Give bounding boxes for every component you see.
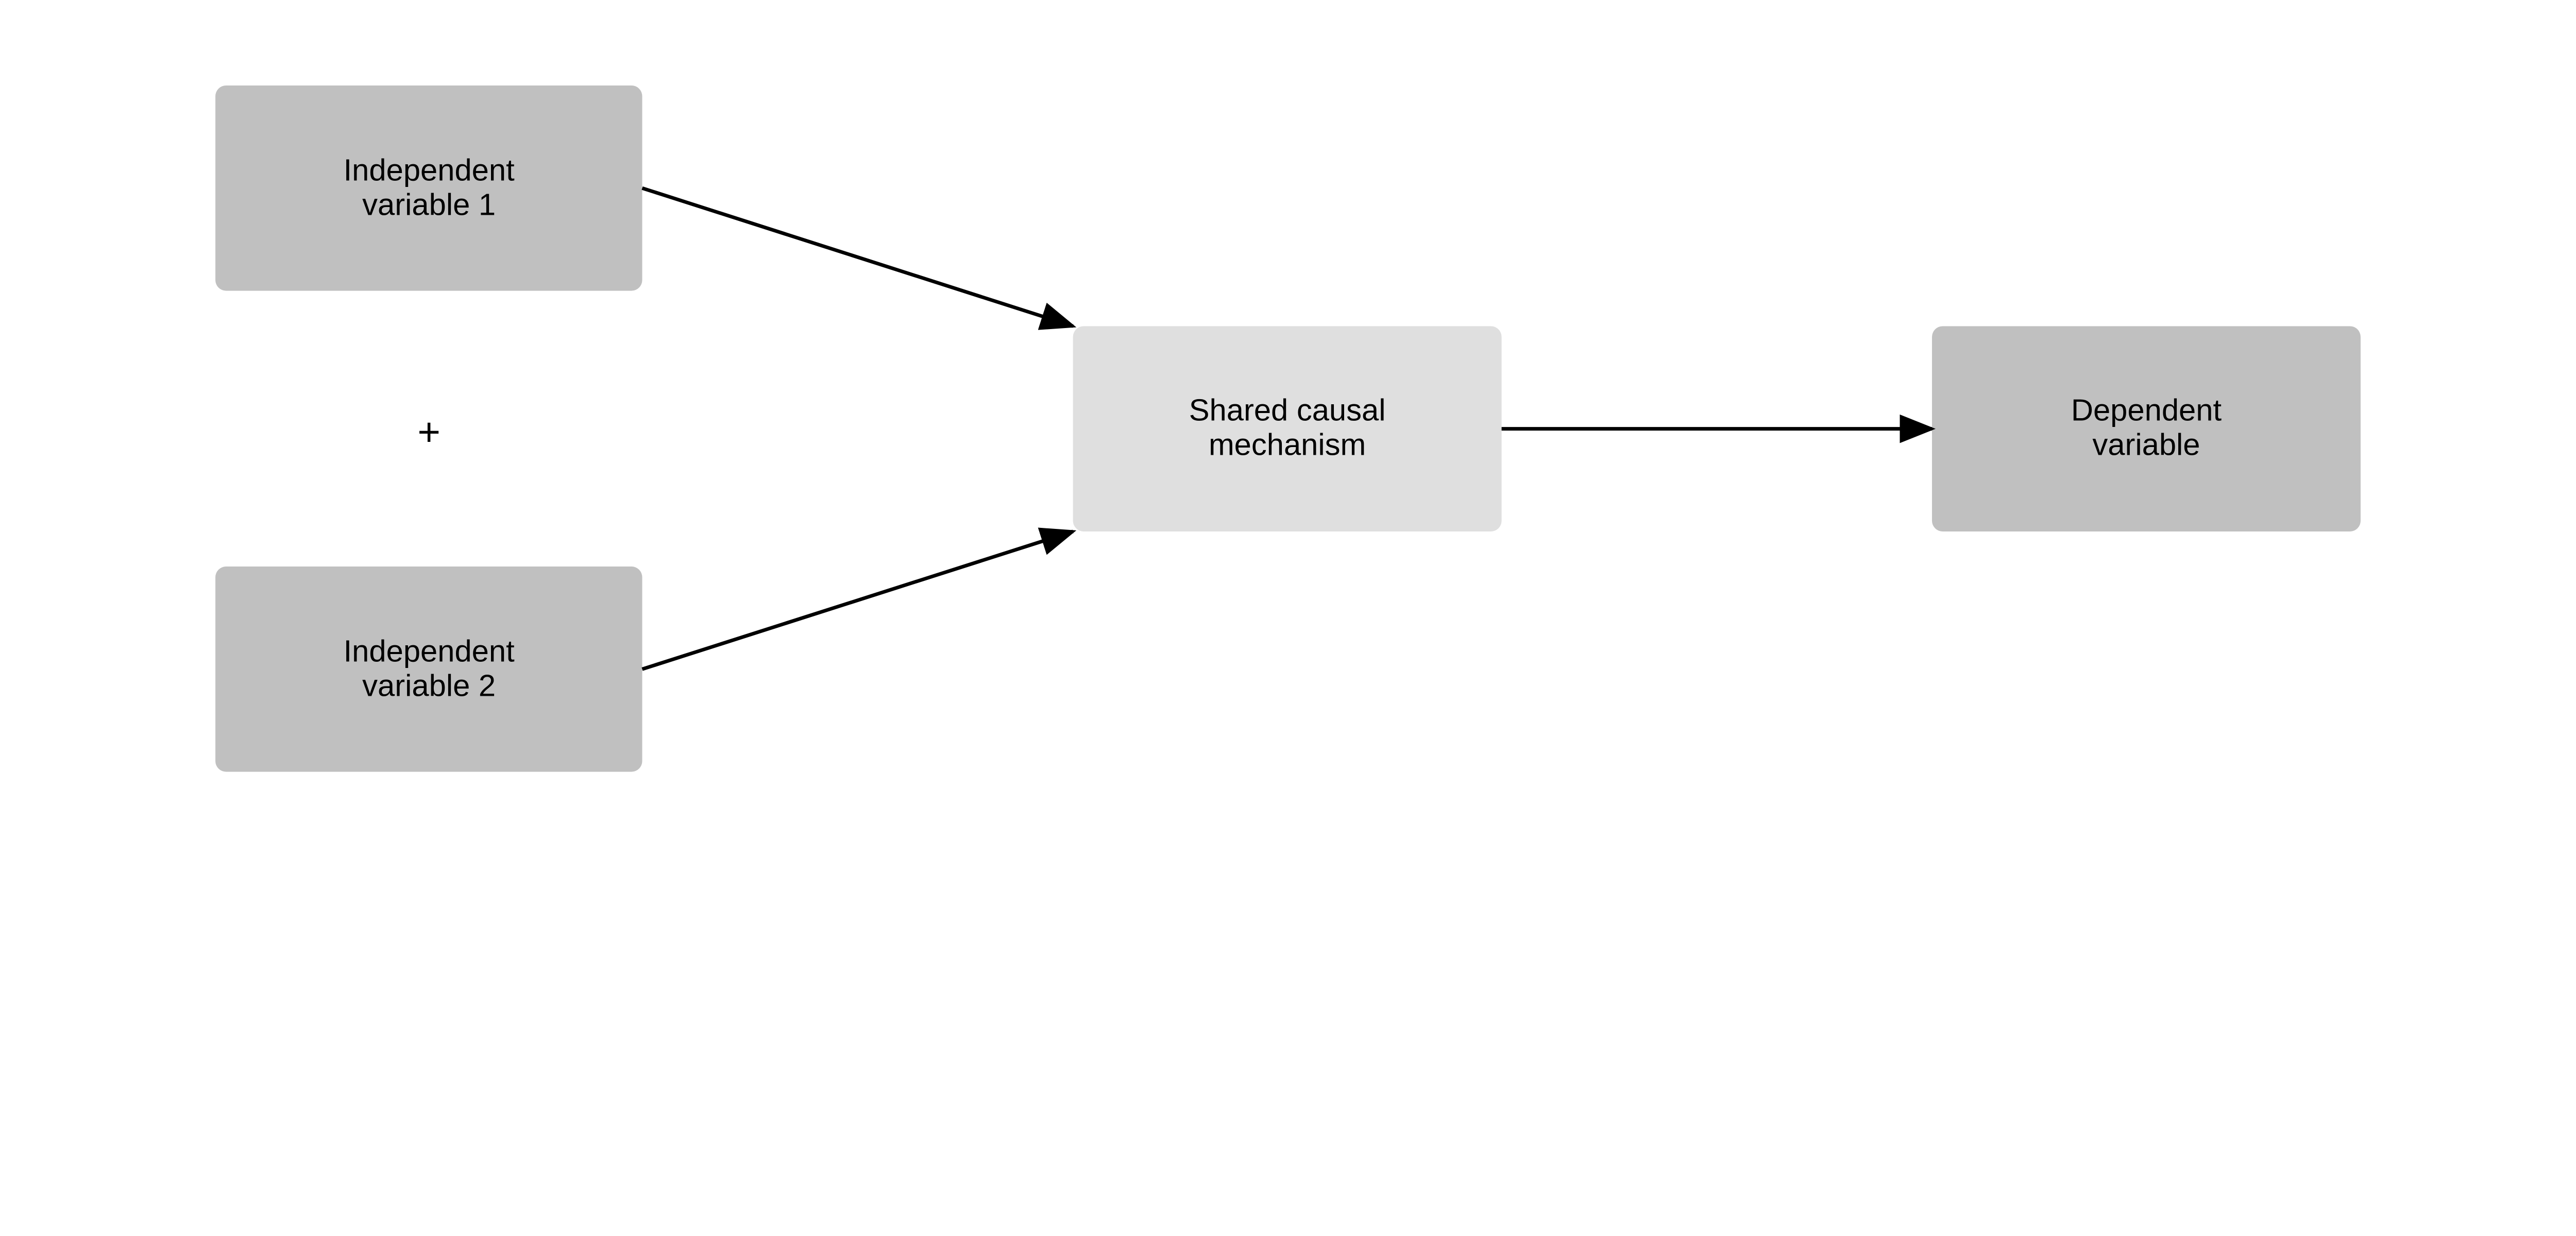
node-label-line2: variable 2 (362, 668, 496, 702)
node-shared-causal-mechanism: Shared causal mechanism (1073, 326, 1502, 531)
node-label-line1: Independent (344, 153, 515, 187)
arrow-iv1-to-mechanism (641, 186, 1077, 330)
node-dependent-variable: Dependent variable (1931, 326, 2361, 531)
node-label-line1: Independent (344, 634, 515, 668)
node-label-line1: Dependent (2071, 393, 2222, 427)
node-label-line2: mechanism (1209, 427, 1366, 461)
diagram: Independent variable 1 + Independent var… (215, 85, 2361, 772)
node-label-line2: variable (2092, 427, 2200, 461)
node-label-line2: variable 1 (362, 187, 496, 221)
plus-sign: + (417, 410, 440, 454)
node-independent-variable-1: Independent variable 1 (215, 85, 642, 291)
arrow-iv2-to-mechanism (641, 527, 1077, 671)
node-independent-variable-2: Independent variable 2 (215, 566, 642, 772)
node-label-line1: Shared causal (1189, 393, 1386, 427)
